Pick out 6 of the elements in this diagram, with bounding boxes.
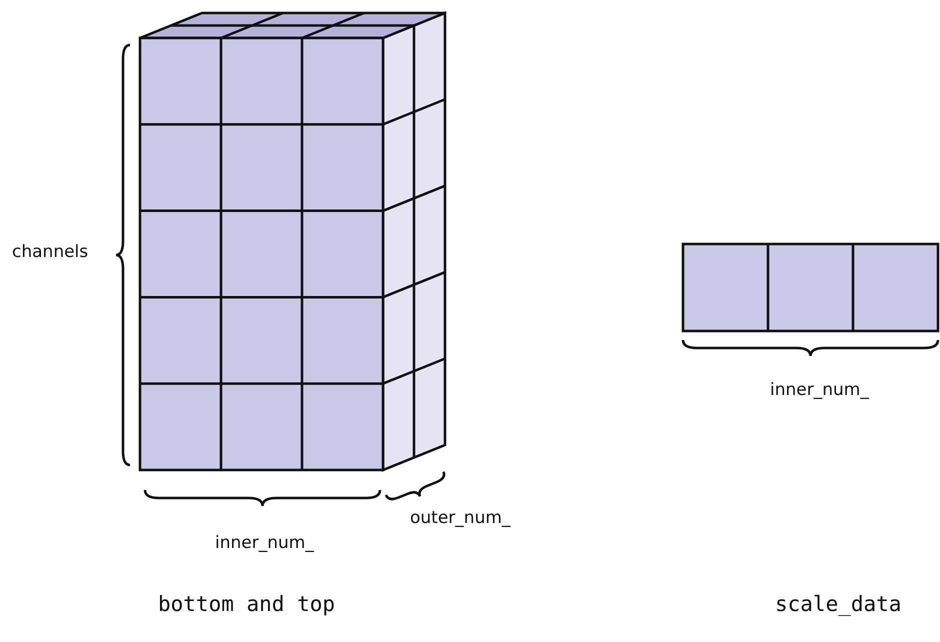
caption: bottom and top: [158, 592, 336, 616]
axis-label: channels: [12, 242, 88, 262]
caption: scale_data: [775, 592, 902, 616]
dimension-label: inner_num_: [770, 380, 869, 400]
dimension-label: outer_num_: [410, 508, 510, 528]
dimension-label: inner_num_: [215, 533, 314, 553]
